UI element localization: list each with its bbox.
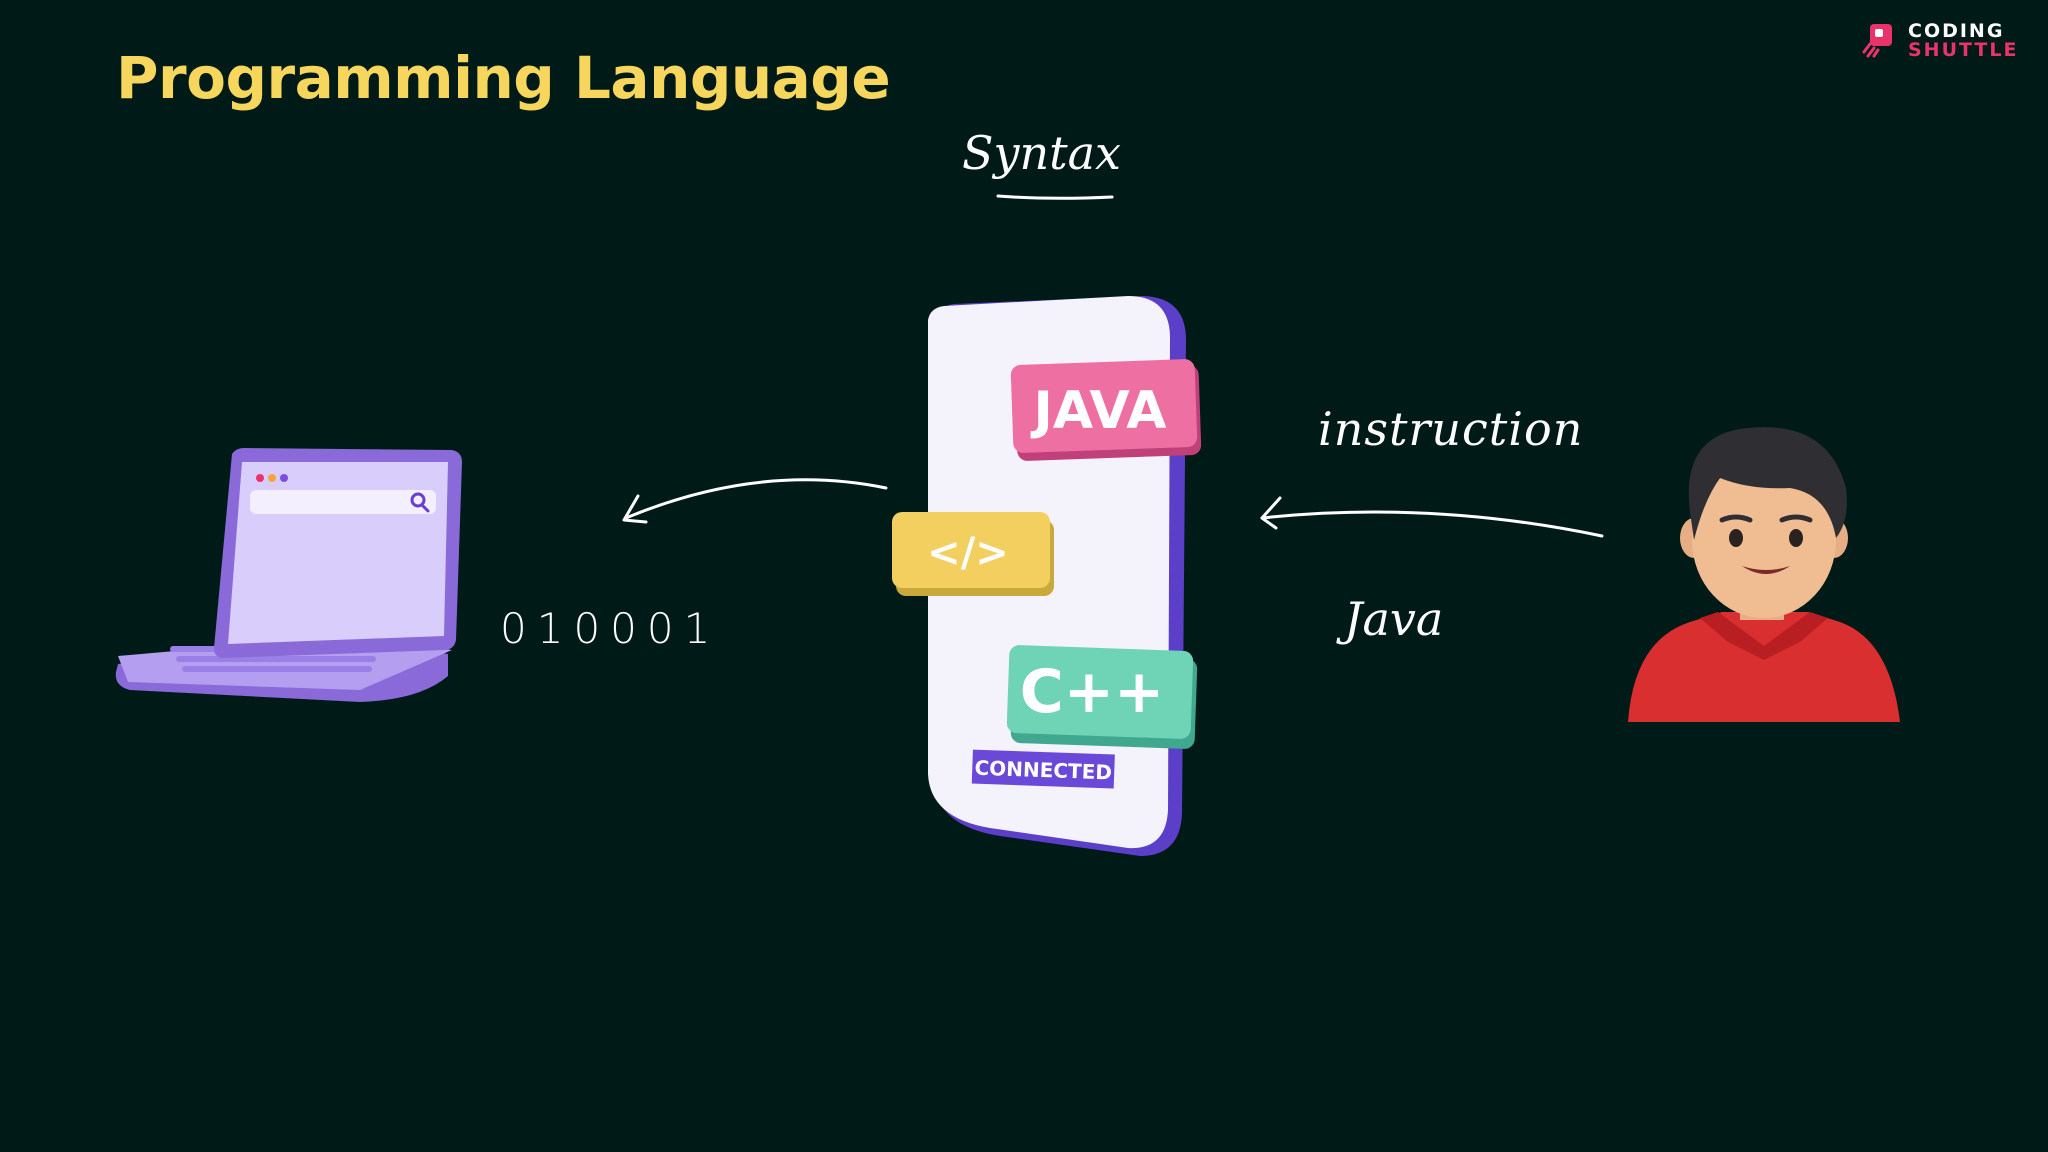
status-badge: CONNECTED — [972, 750, 1115, 789]
java-card-label: JAVA — [1030, 381, 1166, 441]
java-card: JAVA — [1011, 359, 1202, 461]
code-card-label: </> — [927, 530, 1009, 576]
status-badge-label: CONNECTED — [974, 756, 1112, 785]
laptop-icon — [116, 448, 462, 702]
syntax-underline — [998, 196, 1112, 198]
code-card: </> — [892, 512, 1054, 596]
cpp-card: C++ — [1007, 645, 1198, 749]
developer-avatar-icon — [1628, 427, 1900, 722]
cpp-card-label: C++ — [1020, 657, 1165, 727]
arrow-phone-to-computer — [624, 480, 886, 522]
arrow-person-to-phone — [1262, 498, 1602, 536]
